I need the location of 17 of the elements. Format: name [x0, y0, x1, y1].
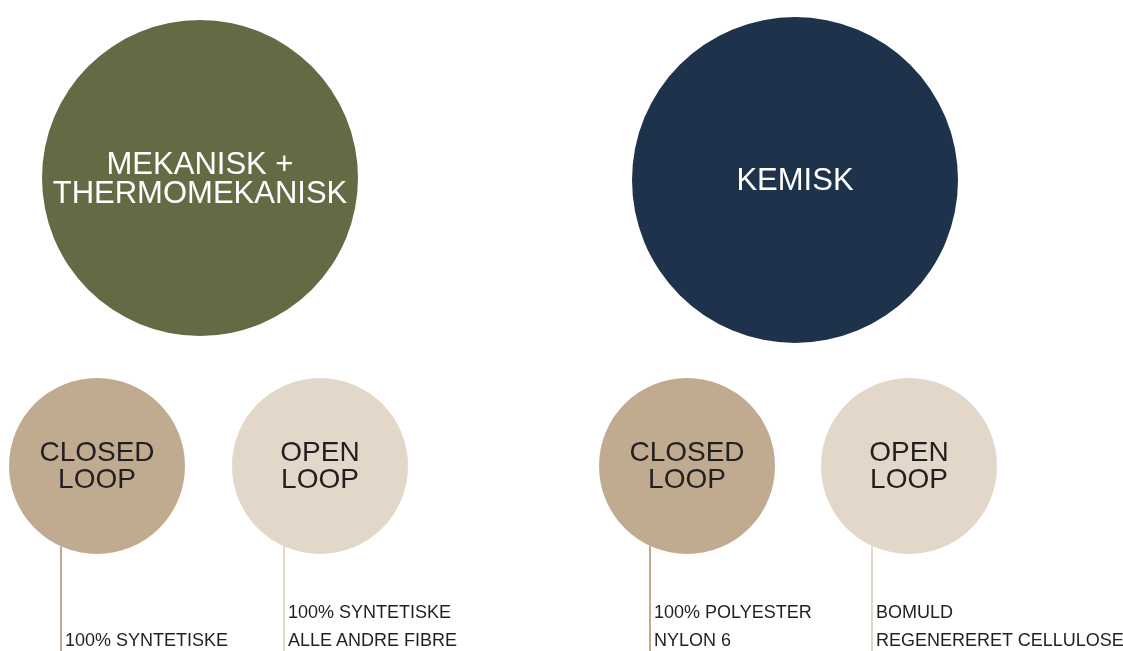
- fiber-label: NYLON 6: [654, 629, 733, 651]
- circle-label: CLOSED LOOP: [629, 439, 745, 493]
- leader-line: [649, 544, 651, 651]
- fiber-label: 100% POLYESTER: [654, 601, 812, 624]
- leader-line: [283, 545, 285, 651]
- circle-label: OPEN LOOP: [280, 439, 360, 493]
- fiber-label: 100% SYNTETISKE: [288, 601, 453, 624]
- fiber-label: 100% SYNTETISKE: [65, 629, 229, 651]
- fiber-label: REGENERERET CELLULOSE: [876, 629, 1123, 651]
- leader-line: [60, 545, 62, 651]
- circle-label: KEMISK: [736, 165, 854, 195]
- circle-label: OPEN LOOP: [869, 439, 949, 493]
- leader-line: [871, 544, 873, 651]
- fiber-label: ALLE ANDRE FIBRE: [288, 629, 458, 651]
- circle-label: CLOSED LOOP: [39, 439, 155, 493]
- circle-label: MEKANISK + THERMOMEKANISK: [52, 148, 348, 208]
- fiber-label: BOMULD: [876, 601, 954, 624]
